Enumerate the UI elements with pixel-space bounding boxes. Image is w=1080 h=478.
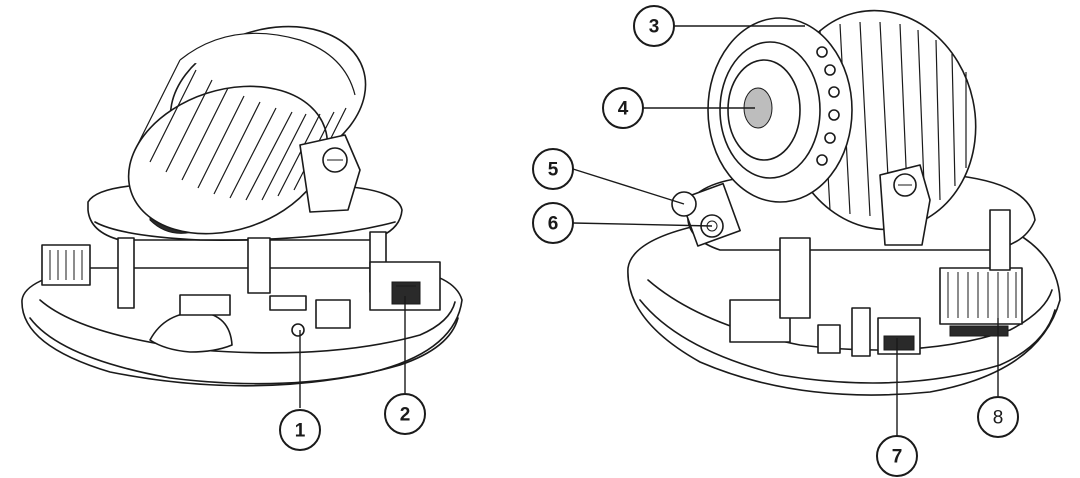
leader-6 (572, 222, 713, 227)
leader-5 (572, 168, 685, 205)
callout-4-label: 4 (618, 99, 629, 120)
leader-lines (299, 25, 999, 438)
callout-8: 8 (977, 396, 1019, 438)
callout-3: 3 (633, 5, 675, 47)
callout-7-label: 7 (892, 447, 903, 468)
lens-assembly (707, 17, 853, 203)
callout-3-label: 3 (649, 17, 660, 38)
right-camera-illustration (627, 9, 1061, 396)
callout-6: 6 (532, 202, 574, 244)
left-heatsink (127, 25, 367, 235)
callout-8-label: 8 (993, 408, 1004, 429)
callout-4: 4 (602, 87, 644, 129)
right-terminal-block (939, 267, 1023, 337)
callout-5-label: 5 (548, 160, 559, 181)
callout-1-label: 1 (295, 421, 306, 442)
callout-5: 5 (532, 148, 574, 190)
adjustment-knobs (671, 182, 741, 247)
callout-2: 2 (384, 393, 426, 435)
callout-1: 1 (279, 409, 321, 451)
left-camera-illustration (21, 25, 463, 387)
callout-7: 7 (876, 435, 918, 477)
callout-2-label: 2 (400, 405, 411, 426)
callout-6-label: 6 (548, 214, 559, 235)
